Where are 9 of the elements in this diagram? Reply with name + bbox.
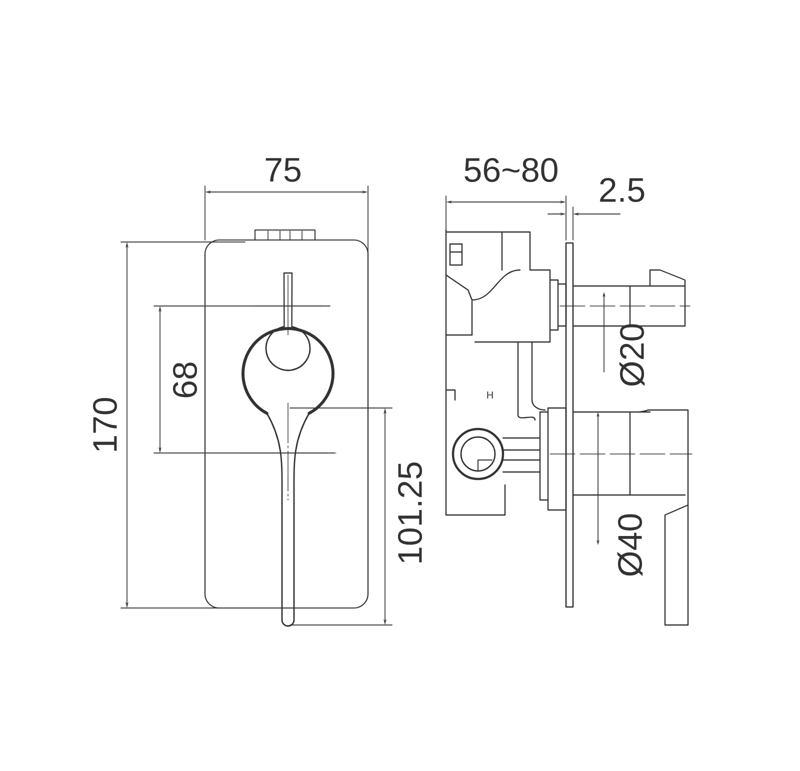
dimension-value: 2.5 [600,178,644,202]
dimension-value: 56~80 [464,158,558,182]
marking-letter: H [487,392,493,398]
dimension-value: Ø40 [617,514,643,576]
dimension-value: 75 [266,158,300,182]
dimension-value: 170 [92,398,118,451]
dimension-value: Ø20 [619,324,645,386]
dimension-value: 101.25 [398,462,422,562]
dimension-value: 68 [172,362,198,398]
